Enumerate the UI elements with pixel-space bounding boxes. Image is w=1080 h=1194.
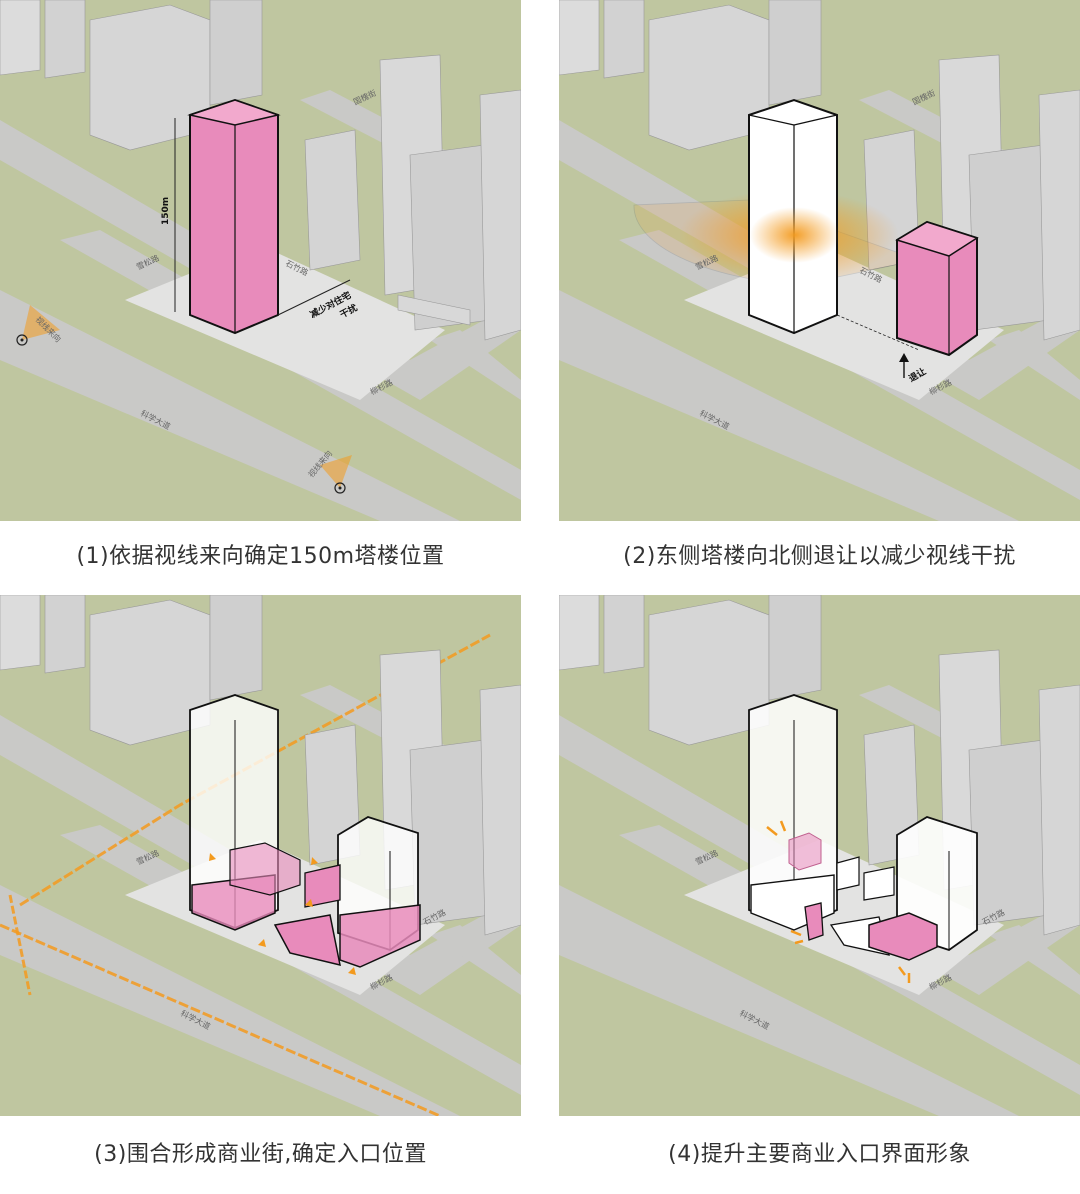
panel-4-svg: 科学大道 雪松路 柳杉路 石竹路 [559, 595, 1080, 1116]
panel-1-svg: 150m 减少对住宅 干扰 科学大道 雪松路 柳杉路 国槐街 石竹路 视线来向 … [0, 0, 521, 521]
flow-line [0, 923, 441, 1116]
height-label: 150m [161, 197, 171, 225]
highlight-mark [766, 826, 778, 836]
eye-icon [334, 482, 346, 494]
main-entrance-block [868, 912, 938, 961]
caption-2: (2)东侧塔楼向北侧退让以减少视线干扰 [623, 544, 1016, 569]
eye-icon [16, 334, 28, 346]
entrance-marker [209, 853, 216, 861]
panel-2-svg: 退让 科学大道 雪松路 柳杉路 国槐街 石竹路 [559, 0, 1080, 521]
podium-center [273, 914, 341, 967]
panel-4-diagram: 科学大道 雪松路 柳杉路 石竹路 [559, 595, 1080, 1116]
panel-2-diagram: 退让 科学大道 雪松路 柳杉路 国槐街 石竹路 [559, 0, 1080, 521]
caption-4: (4)提升主要商业入口界面形象 [668, 1142, 971, 1167]
podium-east [339, 904, 421, 968]
tower-150m [189, 98, 279, 335]
panel-1-diagram: 150m 减少对住宅 干扰 科学大道 雪松路 柳杉路 国槐街 石竹路 视线来向 … [0, 0, 521, 521]
panel-3-svg: 科学大道 雪松路 柳杉路 石竹路 [0, 595, 521, 1116]
caption-3: (3)围合形成商业街,确定入口位置 [94, 1142, 427, 1167]
panel-3-diagram: 科学大道 雪松路 柳杉路 石竹路 [0, 595, 521, 1116]
entrance-block [804, 902, 824, 941]
caption-1: (1)依据视线来向确定150m塔楼位置 [76, 544, 445, 569]
